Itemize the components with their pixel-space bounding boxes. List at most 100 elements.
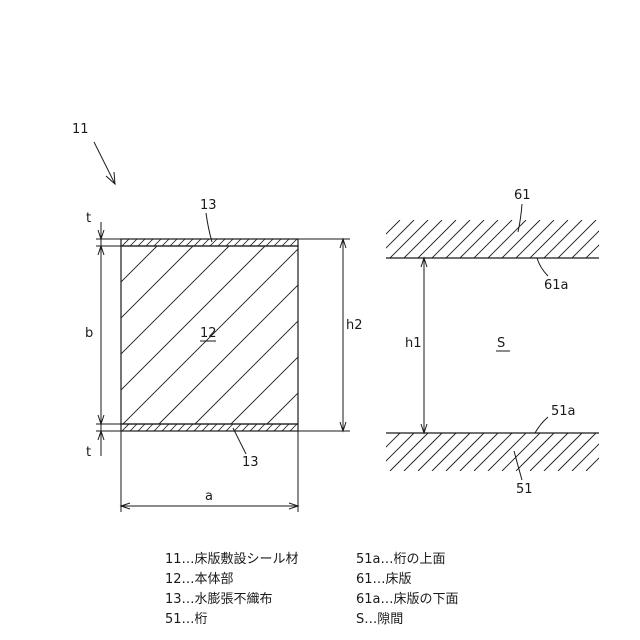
leader-51a (535, 417, 548, 433)
hatch-line (15, 246, 193, 424)
hatch-line (418, 433, 456, 471)
hatch-line (170, 424, 177, 431)
hatch-line (226, 424, 233, 431)
hatch-line (558, 433, 596, 471)
girder-51 (348, 433, 640, 471)
hatch-line (154, 424, 161, 431)
nonwoven-layer-bottom (114, 424, 305, 431)
hatch-line (234, 424, 241, 431)
hatch-line (138, 424, 145, 431)
ref-label-12: 12 (200, 326, 217, 341)
hatch-line (432, 433, 470, 471)
hatch-line (628, 220, 640, 258)
dim-label-t-bottom: t (86, 445, 91, 460)
hatch-line (339, 246, 517, 424)
hatch-line (0, 246, 121, 424)
hatch-line (600, 433, 638, 471)
hatch-line (195, 246, 373, 424)
hatch-line (362, 220, 400, 258)
hatch-line (130, 239, 137, 246)
ref-label-S: S (497, 336, 505, 351)
hatch-line (303, 246, 481, 424)
hatch-line (231, 246, 409, 424)
hatch-line (282, 239, 289, 246)
hatch-line (376, 220, 414, 258)
hatch-line (530, 433, 568, 471)
hatch-line (404, 220, 442, 258)
hatch-line (242, 239, 249, 246)
hatch-line (460, 433, 498, 471)
hatch-line (274, 424, 281, 431)
hatch-line (290, 239, 297, 246)
hatch-line (87, 246, 265, 424)
hatch-line (572, 433, 610, 471)
hatch-line (186, 424, 193, 431)
hatch-line (474, 220, 512, 258)
hatch-line (122, 424, 129, 431)
dimension-left (96, 222, 121, 456)
dim-label-h1: h1 (405, 336, 422, 351)
body-12 (0, 246, 625, 424)
dim-label-t-top: t (86, 211, 91, 226)
hatch-line (376, 433, 414, 471)
hatch-line (390, 433, 428, 471)
hatch-line (162, 239, 169, 246)
hatch-line (0, 246, 157, 424)
hatch-line (282, 424, 289, 431)
leader-13-bottom (233, 428, 246, 454)
hatch-line (488, 220, 526, 258)
hatch-line (411, 246, 589, 424)
hatch-line (154, 239, 161, 246)
hatch-line (298, 239, 305, 246)
hatch-line (502, 433, 540, 471)
ref-label-61: 61 (514, 188, 531, 203)
hatch-line (544, 220, 582, 258)
hatch-line (202, 424, 209, 431)
hatch-line (258, 239, 265, 246)
ref-label-13-bottom: 13 (242, 455, 259, 470)
hatch-line (290, 424, 297, 431)
hatch-line (390, 220, 428, 258)
hatch-line (186, 239, 193, 246)
hatch-line (404, 433, 442, 471)
hatch-line (586, 433, 624, 471)
hatch-line (375, 246, 553, 424)
dimension-h1 (421, 258, 427, 433)
hatch-line (348, 220, 386, 258)
hatch-line (138, 239, 145, 246)
hatch-line (178, 239, 185, 246)
ref-label-51a: 51a (551, 404, 576, 419)
hatch-line (218, 239, 225, 246)
hatch-line (266, 239, 273, 246)
hatch-line (242, 424, 249, 431)
hatch-line (234, 239, 241, 246)
hatch-line (628, 433, 640, 471)
leader-61 (518, 204, 522, 232)
hatch-line (418, 220, 456, 258)
hatch-line (530, 220, 568, 258)
hatch-line (159, 246, 337, 424)
ref-label-61a: 61a (544, 278, 569, 293)
hatch-line (122, 239, 129, 246)
hatch-line (600, 220, 638, 258)
hatch-line (460, 220, 498, 258)
hatch-line (488, 433, 526, 471)
hatch-line (266, 424, 273, 431)
hatch-line (516, 220, 554, 258)
hatch-line (250, 424, 257, 431)
dimension-h2 (298, 239, 350, 431)
hatch-line (114, 239, 121, 246)
hatch-line (474, 433, 512, 471)
ref-label-13-top: 13 (200, 198, 217, 213)
dim-label-b: b (85, 326, 93, 341)
hatch-line (226, 239, 233, 246)
hatch-line (362, 433, 400, 471)
hatch-line (114, 424, 121, 431)
hatch-line (162, 424, 169, 431)
hatch-line (258, 424, 265, 431)
hatch-line (210, 424, 217, 431)
ref-label-11: 11 (72, 122, 89, 137)
hatch-line (586, 220, 624, 258)
hatch-line (267, 246, 445, 424)
